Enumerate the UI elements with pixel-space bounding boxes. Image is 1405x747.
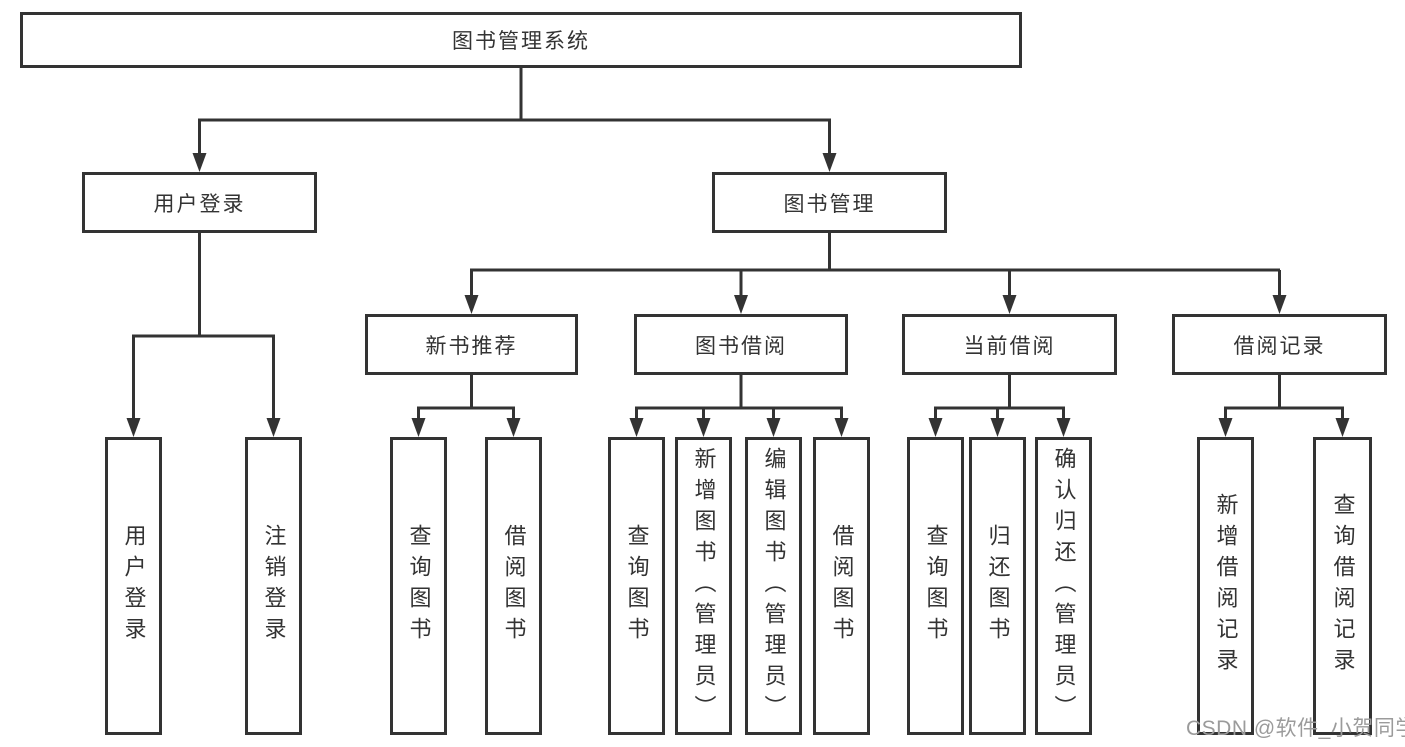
leaf-borrow-books: 借阅图书	[813, 437, 870, 735]
leaf-return-books-label: 归还图书	[985, 524, 1011, 648]
leaf-add-borrow-record-label: 新增借阅记录	[1213, 493, 1239, 679]
leaf-add-books-admin: 新增图书（管理员）	[675, 437, 732, 735]
node-current-borrow: 当前借阅	[902, 314, 1117, 375]
node-book-borrow-label: 图书借阅	[695, 334, 787, 358]
node-book-borrow: 图书借阅	[634, 314, 848, 375]
leaf-logout-label: 注销登录	[261, 524, 287, 648]
connector-user-login	[132, 233, 275, 421]
leaf-edit-books-admin-label: 编辑图书（管理员）	[761, 446, 787, 726]
connector-book-management	[470, 233, 1281, 299]
leaf-return-books: 归还图书	[969, 437, 1026, 735]
leaf-query-books-borrow-label: 查询图书	[624, 524, 650, 648]
connector-current-borrow	[934, 375, 1065, 421]
leaf-query-books-current: 查询图书	[907, 437, 964, 735]
arrowheads	[126, 153, 1350, 437]
leaf-user-login: 用户登录	[105, 437, 162, 735]
csdn-watermark: CSDN @软件_小贺同学	[1186, 717, 1405, 740]
node-user-login-label: 用户登录	[153, 192, 246, 216]
connector-borrow-records	[1224, 375, 1344, 421]
leaf-query-borrow-record: 查询借阅记录	[1313, 437, 1372, 735]
node-new-book-recommend-label: 新书推荐	[425, 334, 518, 358]
leaf-borrow-books-recommend: 借阅图书	[485, 437, 542, 735]
node-book-management: 图书管理	[712, 172, 947, 233]
leaf-edit-books-admin: 编辑图书（管理员）	[745, 437, 802, 735]
node-book-management-label: 图书管理	[783, 192, 876, 216]
leaf-borrow-books-label: 借阅图书	[829, 524, 855, 648]
node-new-book-recommend: 新书推荐	[365, 314, 578, 375]
leaf-query-books-borrow: 查询图书	[608, 437, 665, 735]
leaf-logout: 注销登录	[245, 437, 302, 735]
node-library-system: 图书管理系统	[20, 12, 1022, 68]
leaf-query-books-recommend: 查询图书	[390, 437, 447, 735]
leaf-query-books-recommend-label: 查询图书	[406, 524, 432, 648]
leaf-confirm-return-admin-label: 确认归还（管理员）	[1051, 446, 1077, 726]
leaf-borrow-books-recommend-label: 借阅图书	[501, 524, 527, 648]
node-library-system-label: 图书管理系统	[452, 30, 590, 53]
leaf-confirm-return-admin: 确认归还（管理员）	[1035, 437, 1092, 735]
leaf-query-books-current-label: 查询图书	[923, 524, 949, 648]
connector-root	[198, 68, 831, 154]
node-current-borrow-label: 当前借阅	[963, 334, 1056, 358]
leaf-add-borrow-record: 新增借阅记录	[1197, 437, 1254, 735]
node-user-login: 用户登录	[82, 172, 317, 233]
leaf-user-login-label: 用户登录	[121, 524, 147, 648]
node-borrow-records-label: 借阅记录	[1233, 334, 1326, 358]
leaf-add-books-admin-label: 新增图书（管理员）	[691, 446, 717, 726]
node-borrow-records: 借阅记录	[1172, 314, 1387, 375]
connector-new-book-recommend	[417, 375, 515, 421]
connector-book-borrow	[635, 375, 843, 421]
leaf-query-borrow-record-label: 查询借阅记录	[1330, 493, 1356, 679]
